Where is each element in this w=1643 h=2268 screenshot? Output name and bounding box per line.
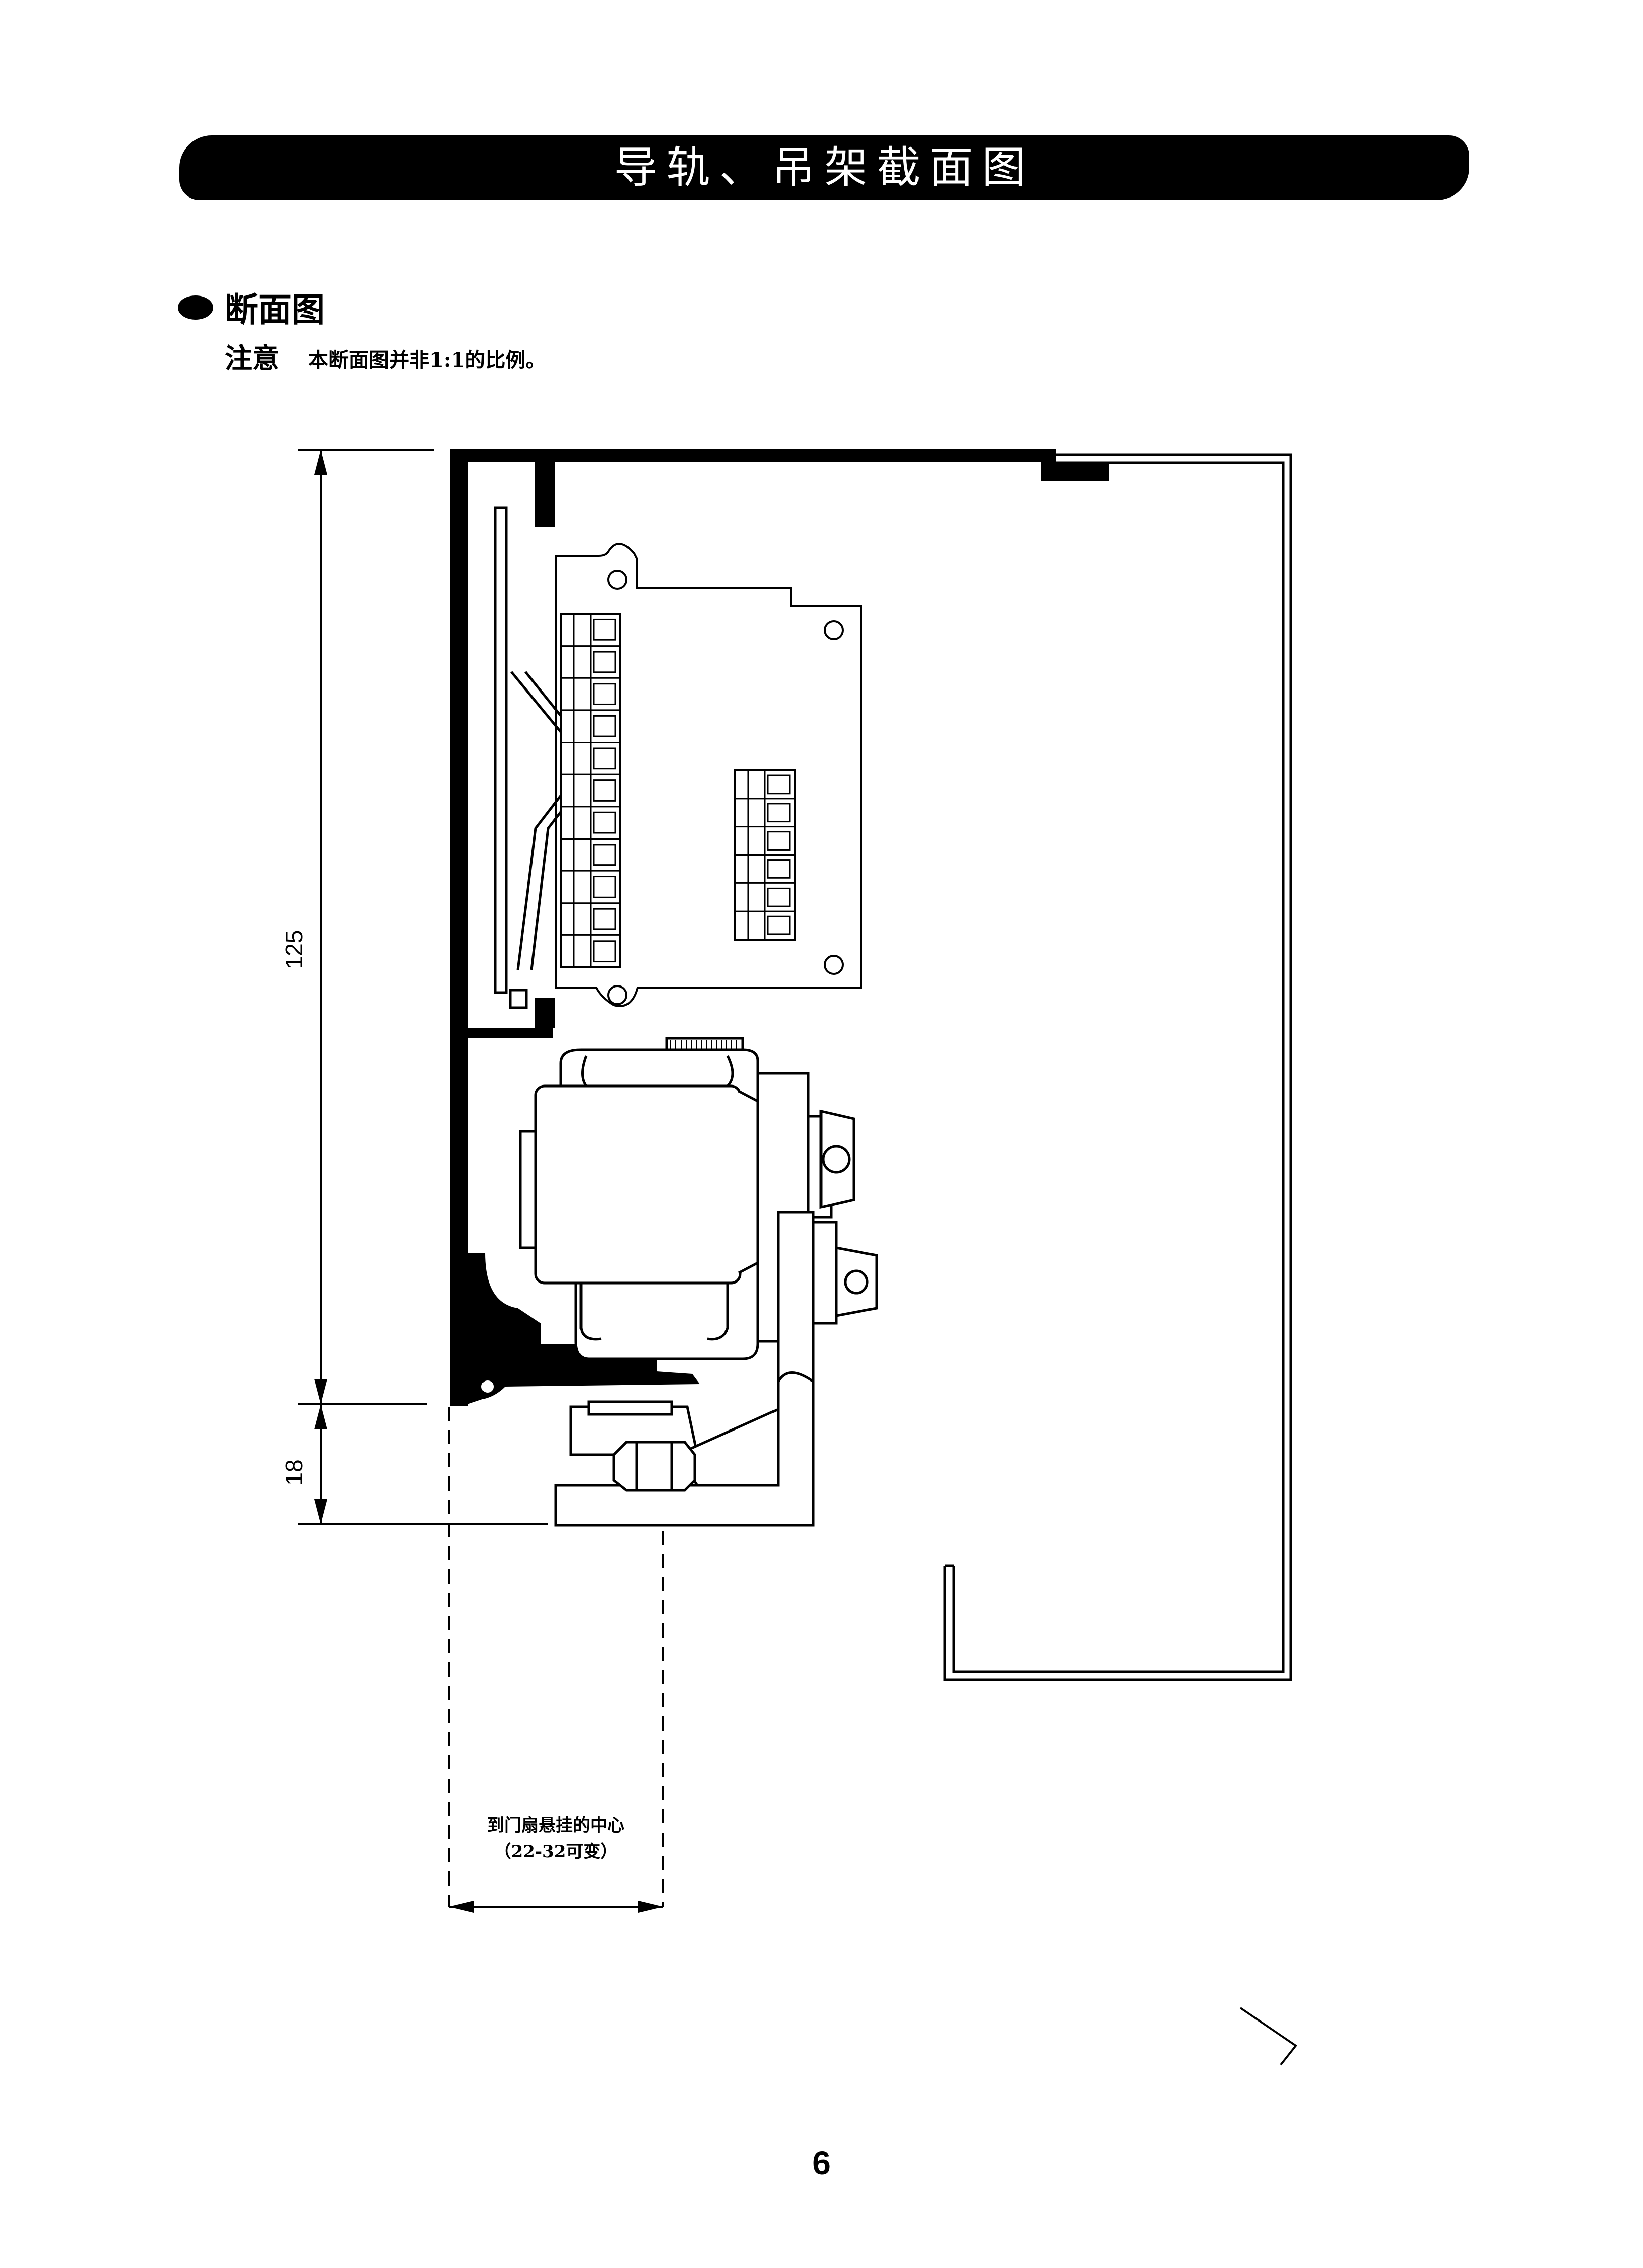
scan-mark bbox=[1239, 2007, 1297, 2066]
terminal-screw bbox=[593, 876, 616, 898]
section-title: 断面图 bbox=[225, 290, 325, 329]
terminal-screw bbox=[593, 747, 616, 770]
bullet-icon bbox=[178, 295, 213, 320]
terminal-screw bbox=[767, 859, 791, 879]
terminal-screw bbox=[593, 844, 616, 866]
page-number: 6 bbox=[812, 2145, 831, 2181]
terminal-screw bbox=[767, 887, 791, 907]
note-label: 注意 bbox=[225, 342, 279, 374]
terminal-screw bbox=[593, 715, 616, 737]
terminal-screw bbox=[593, 651, 616, 673]
dimension-label-lower: 18 bbox=[281, 1459, 307, 1485]
hanger-centre-guides bbox=[448, 1407, 664, 1907]
cover-profile bbox=[943, 453, 1292, 1681]
terminal-screw bbox=[593, 683, 616, 705]
controller-board bbox=[555, 543, 862, 1007]
terminal-screw bbox=[767, 915, 791, 935]
rail-drain-hole bbox=[479, 1378, 496, 1395]
terminal-block-main-cells bbox=[561, 613, 620, 967]
note-text: 本断面图并非1:1的比例。 bbox=[308, 348, 546, 372]
terminal-screw bbox=[593, 908, 616, 930]
dimension-arrows bbox=[314, 450, 327, 1524]
terminal-screw bbox=[593, 811, 616, 834]
terminal-screw bbox=[767, 831, 791, 851]
terminal-screw bbox=[593, 618, 616, 641]
roller-assembly bbox=[519, 1037, 878, 1527]
page-title: 导轨、吊架截面图 bbox=[614, 142, 1035, 193]
terminal-screw bbox=[593, 940, 616, 963]
terminal-screw bbox=[593, 779, 616, 802]
hanger-centre-arrows bbox=[449, 1901, 663, 1913]
callout-line-1: 到门扇悬挂的中心 bbox=[487, 1815, 624, 1836]
terminal-block-secondary-cells bbox=[735, 769, 795, 940]
terminal-screw bbox=[767, 803, 791, 823]
dimension-label-overall: 125 bbox=[281, 930, 307, 969]
header-banner: 导轨、吊架截面图 bbox=[179, 135, 1469, 200]
callout-line-2: （22-32可变） bbox=[494, 1842, 618, 1862]
terminal-screw bbox=[767, 774, 791, 795]
